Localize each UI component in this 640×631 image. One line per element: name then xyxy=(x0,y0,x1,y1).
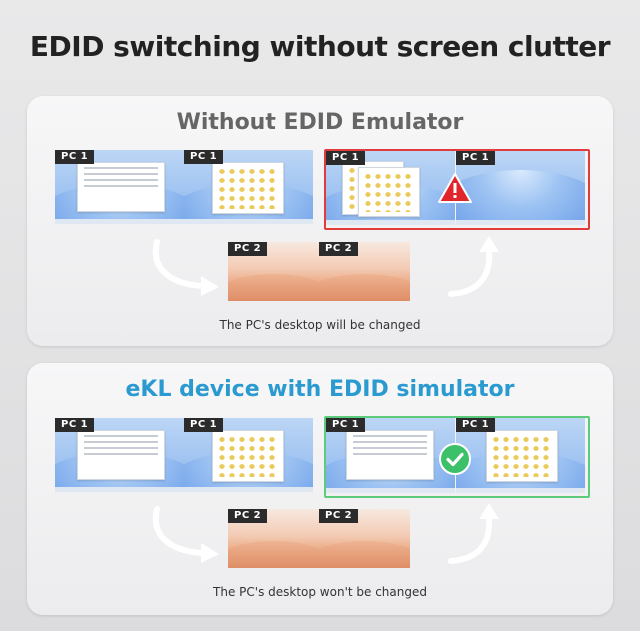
pc-label: PC 2 xyxy=(319,242,359,256)
pc1-screen-before-2: PC 1 xyxy=(184,150,313,224)
pc2-screen-2: PC 2 xyxy=(319,242,410,301)
pc-label: PC 2 xyxy=(228,509,268,523)
pc1-screen-before: PC 1 xyxy=(55,418,184,492)
pc2-screen: PC 2 xyxy=(228,509,319,568)
with-emulator-panel: eKL device with EDID simulator PC 1 PC 1… xyxy=(27,363,613,615)
pc-label: PC 1 xyxy=(326,151,366,165)
pc1-screen-after: PC 1 xyxy=(326,151,455,225)
pc1-screen-before-2: PC 1 xyxy=(184,418,313,492)
pc-label: PC 1 xyxy=(326,418,366,432)
unchanged-frame xyxy=(324,416,590,498)
pc1-screen-after: PC 1 xyxy=(326,418,455,493)
panel-caption: The PC's desktop will be changed xyxy=(219,318,421,332)
panel-heading: eKL device with EDID simulator xyxy=(125,377,515,402)
pc-label: PC 1 xyxy=(55,418,95,432)
pc2-screen: PC 2 xyxy=(228,242,319,301)
cluttered-frame xyxy=(324,149,590,230)
curved-arrow-icon xyxy=(152,506,219,563)
curved-arrow-icon xyxy=(152,239,219,296)
pc-label: PC 2 xyxy=(228,242,268,256)
pc1-screen-after-2: PC 1 xyxy=(456,418,585,493)
panel-heading: Without EDID Emulator xyxy=(176,110,464,135)
warning-icon xyxy=(438,173,472,203)
pc-label: PC 1 xyxy=(55,150,95,164)
check-circle-icon xyxy=(439,443,471,475)
pc-label: PC 2 xyxy=(319,509,359,523)
pc1-screen-after-2: PC 1 xyxy=(456,151,585,225)
pc2-screen-2: PC 2 xyxy=(319,509,410,568)
page-title: EDID switching without screen clutter xyxy=(29,30,611,63)
without-emulator-panel: Without EDID Emulator PC 1 PC 1 PC 1 PC … xyxy=(27,96,613,346)
curved-arrow-icon xyxy=(448,236,499,297)
panel-caption: The PC's desktop won't be changed xyxy=(213,585,427,599)
pc1-screen-before: PC 1 xyxy=(55,150,184,224)
pc-label: PC 1 xyxy=(456,151,496,165)
pc-label: PC 1 xyxy=(456,418,496,432)
pc-label: PC 1 xyxy=(184,150,224,164)
curved-arrow-icon xyxy=(448,503,499,564)
pc-label: PC 1 xyxy=(184,418,224,432)
